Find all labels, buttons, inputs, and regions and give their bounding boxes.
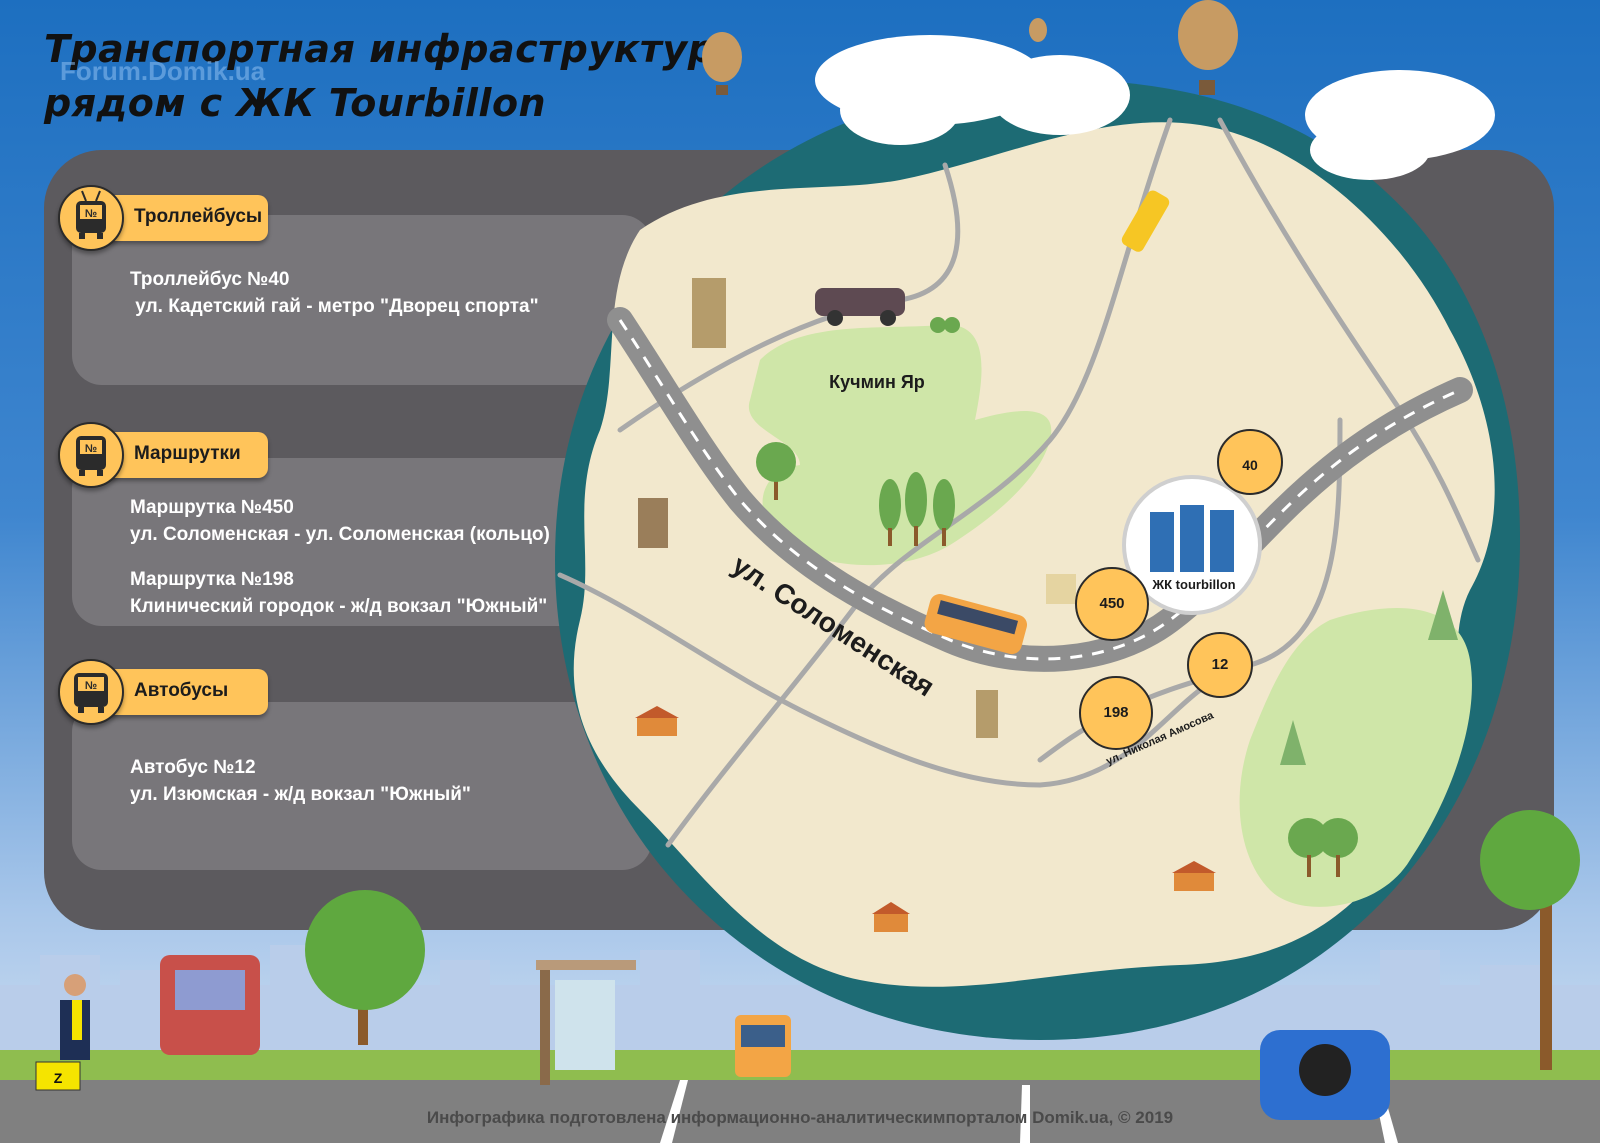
route-desc: ул. Изюмская - ж/д вокзал "Южный" <box>130 784 471 805</box>
title-line-2: рядом с ЖК Tourbillon <box>44 81 547 125</box>
route-name: Автобус №12 <box>130 757 256 778</box>
page-title: Транспортная инфраструктура рядом с ЖК T… <box>44 22 742 130</box>
tree-right <box>1480 810 1580 1070</box>
small-bus <box>735 1015 791 1077</box>
stop-markers <box>1075 429 1283 750</box>
balloons <box>702 0 1238 95</box>
bus-route: Автобус №12 ул. Изюмская - ж/д вокзал "Ю… <box>130 754 471 808</box>
badge-bus: № Автобусы <box>58 659 270 725</box>
map-bus <box>924 594 1028 655</box>
route-desc: ул. Кадетский гай - метро "Дворец спорта… <box>130 296 539 317</box>
complex-label: ЖК tourbillon <box>1151 577 1235 592</box>
card-trolleybus <box>72 215 652 385</box>
footer-credit: Инфографика подготовлена информационно-а… <box>426 1108 1174 1127</box>
stop-198-label: 198 <box>1103 704 1128 721</box>
svg-text:№: № <box>85 208 97 220</box>
route-name: Троллейбус №40 <box>130 269 290 290</box>
street-main-label: ул. Соломенская <box>727 549 940 702</box>
section-title-bus: Автобусы <box>134 680 229 701</box>
tram <box>160 955 260 1055</box>
section-title-minibus: Маршрутки <box>134 443 241 464</box>
minibus-routes: Маршрутка №450 ул. Соломенская - ул. Сол… <box>130 494 550 620</box>
svg-text:№: № <box>85 680 97 692</box>
clouds <box>815 35 1495 180</box>
bag-letter: Z <box>54 1070 63 1086</box>
minibus-icon: № <box>58 422 124 488</box>
route-name: Маршрутка №198 <box>130 569 294 590</box>
stop-12-label: 12 <box>1212 656 1229 673</box>
route-desc: Клинический городок - ж/д вокзал "Южный" <box>130 596 548 617</box>
bus-shelter <box>536 960 636 1085</box>
tree-left <box>305 890 425 1045</box>
map-taxi <box>1121 190 1170 252</box>
bus-icon: № <box>58 659 124 725</box>
route-name: Маршрутка №450 <box>130 497 294 518</box>
street-solomenskaya <box>607 307 1473 672</box>
route-desc: ул. Соломенская - ул. Соломенская (кольц… <box>130 524 550 545</box>
complex-tourbillon <box>1122 475 1262 615</box>
trolleybus-route: Троллейбус №40 ул. Кадетский гай - метро… <box>130 266 539 320</box>
badge-trolleybus: № Троллейбусы <box>58 185 270 251</box>
stop-40-label: 40 <box>1242 457 1258 473</box>
park-label: Кучмин Яр <box>829 372 925 392</box>
badge-minibus: № Маршрутки <box>58 422 270 488</box>
watermark: Forum.Domik.ua <box>60 56 266 86</box>
section-title-trolleybus: Троллейбусы <box>134 206 263 227</box>
blue-suv <box>1260 1030 1390 1120</box>
buildings <box>635 278 1216 932</box>
title-line-1: Транспортная инфраструктура <box>44 27 742 71</box>
stop-450-label: 450 <box>1099 595 1124 612</box>
trees <box>756 317 1458 877</box>
svg-text:№: № <box>85 443 97 455</box>
man-with-bag <box>35 974 90 1091</box>
card-bus <box>72 702 652 870</box>
trolleybus-icon: № <box>58 185 124 251</box>
map-car <box>815 288 905 326</box>
